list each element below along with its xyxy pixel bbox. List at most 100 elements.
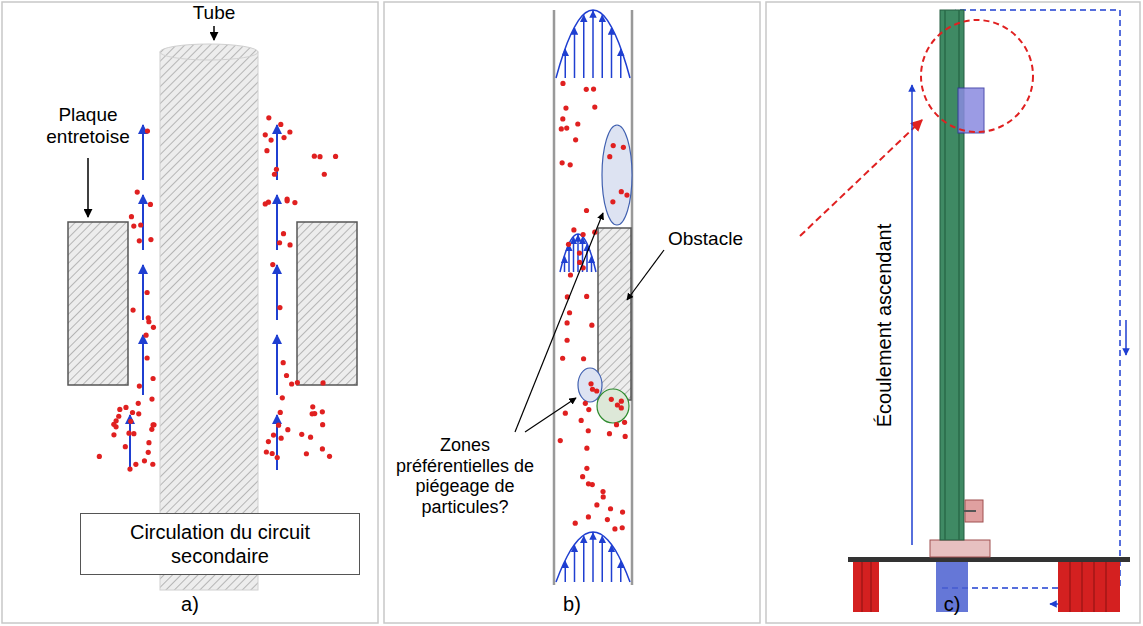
velocity-profile (560, 234, 596, 272)
particle (133, 462, 138, 467)
particle (279, 436, 284, 441)
zoom-line (800, 120, 922, 236)
particle (295, 380, 300, 385)
particle (584, 208, 589, 213)
particle (266, 439, 271, 444)
particle (264, 148, 269, 153)
particle (137, 238, 142, 243)
particle (270, 262, 275, 267)
column-edge (944, 10, 946, 540)
particle (263, 132, 268, 137)
particle (560, 81, 565, 86)
particle (609, 397, 614, 402)
particle (137, 383, 142, 388)
trap-zone (578, 368, 602, 402)
particle (586, 514, 591, 519)
particle (272, 172, 277, 177)
particle (142, 458, 147, 463)
particle (583, 401, 588, 406)
particle (148, 202, 153, 207)
particle (310, 411, 315, 416)
particle (129, 214, 134, 219)
particle (271, 432, 276, 437)
particle (285, 427, 290, 432)
particle (591, 86, 596, 91)
particle (619, 189, 624, 194)
particle (150, 376, 155, 381)
box-text: Circulation du circuit secondaire (91, 520, 349, 568)
particle (573, 521, 578, 526)
particle (607, 154, 612, 159)
particle (97, 454, 102, 459)
panel-caption: c) (944, 593, 961, 616)
particle (577, 260, 582, 265)
particle (130, 410, 135, 415)
particle (573, 137, 578, 142)
sensor (965, 500, 983, 522)
leader-line (525, 398, 576, 432)
flow-arrow (565, 49, 567, 78)
flow-arrow (586, 245, 588, 273)
flow-arrow (620, 49, 622, 78)
particle (579, 418, 584, 423)
particle (281, 135, 286, 140)
particle (304, 451, 309, 456)
particle (149, 397, 154, 402)
leader-line (515, 213, 603, 432)
flow-arrow (564, 256, 566, 272)
velocity-profile (556, 532, 630, 582)
particle (610, 199, 615, 204)
part-label: Plaque entretoise (33, 104, 143, 148)
velocity-profile (556, 10, 630, 78)
particle (584, 294, 589, 299)
particle (276, 423, 281, 428)
particle (564, 338, 569, 343)
particle (580, 232, 585, 237)
particle (320, 446, 325, 451)
particle (567, 310, 572, 315)
part-label: Obstacle (668, 228, 743, 250)
particle (619, 399, 624, 404)
particle (560, 160, 565, 165)
flow-arrow (602, 15, 604, 78)
particle (138, 222, 143, 227)
channel-wall (554, 10, 632, 585)
particle (615, 402, 620, 407)
particle (146, 450, 151, 455)
flow-arrow (568, 245, 570, 273)
leader-line (213, 26, 215, 40)
caption-box: Circulation du circuit secondaire (80, 513, 360, 575)
particle (145, 128, 150, 133)
particle (620, 525, 625, 530)
particle (130, 307, 135, 312)
particle (581, 356, 586, 361)
particle (571, 227, 576, 232)
particle (322, 172, 327, 177)
particle (580, 474, 585, 479)
obstacle-insert (958, 88, 984, 133)
heater (1058, 562, 1120, 612)
particle (560, 116, 565, 121)
particle (559, 126, 564, 131)
particle (586, 481, 591, 486)
particle (149, 427, 154, 432)
particle (586, 407, 591, 412)
particle (620, 509, 625, 514)
particle (577, 250, 582, 255)
particle (320, 422, 325, 427)
particle (608, 506, 613, 511)
particle (270, 451, 275, 456)
particle (320, 380, 325, 385)
sensor (964, 510, 976, 512)
particle (590, 387, 595, 392)
particle (621, 145, 626, 150)
flow-arrow (1125, 320, 1127, 355)
flange (930, 540, 990, 557)
particle (558, 81, 630, 532)
flow-arrow (574, 546, 576, 583)
particle (600, 489, 605, 494)
particle (116, 414, 121, 419)
particle (558, 438, 563, 443)
particle (151, 325, 156, 330)
spacer-plate (68, 222, 128, 385)
